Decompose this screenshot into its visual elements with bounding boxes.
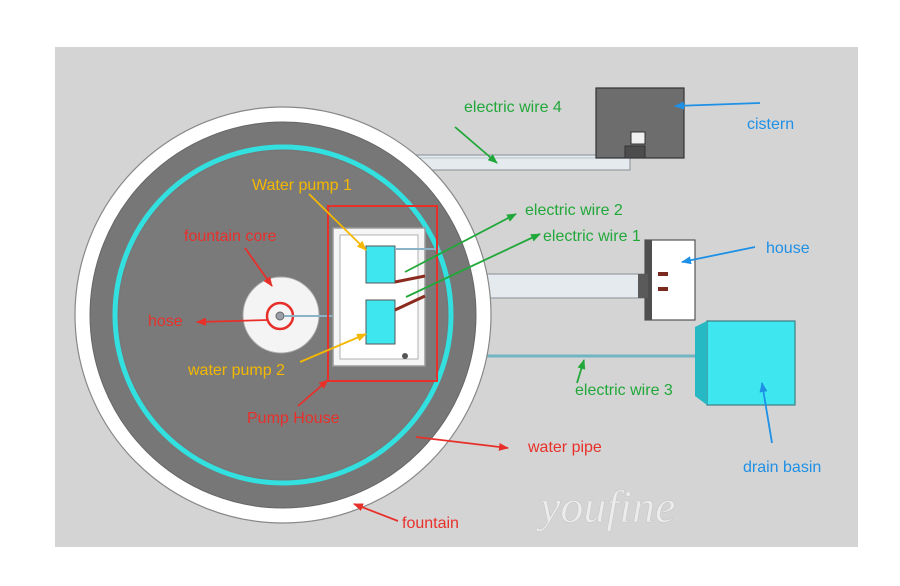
watermark: youfine (536, 481, 675, 532)
label-cistern: cistern (747, 116, 794, 133)
water-pump-2 (365, 299, 396, 345)
label-hose: hose (148, 313, 183, 330)
house-structure (638, 239, 696, 321)
label-electric-wire-2: electric wire 2 (525, 202, 623, 219)
label-fountain-core: fountain core (184, 228, 277, 245)
pump-house-outline (327, 205, 438, 382)
hose-outlet (275, 311, 285, 321)
house-arrow (681, 246, 756, 265)
label-fountain: fountain (402, 515, 459, 532)
label-water-pump-1: Water pump 1 (252, 177, 352, 194)
fountain-arrow (353, 503, 399, 522)
label-electric-wire-1: electric wire 1 (543, 228, 641, 245)
drain-basin-box (695, 320, 796, 406)
pump-house (332, 227, 440, 367)
label-drain-basin: drain basin (743, 459, 821, 476)
hose-arrow (196, 317, 269, 326)
electric-wire-3-arrow (576, 359, 586, 384)
electric-wire-2-arrow (404, 213, 517, 273)
water-pipe-arrow (415, 436, 509, 451)
pump-house-arrow (297, 379, 329, 407)
cistern (595, 87, 685, 159)
label-electric-wire-4: electric wire 4 (464, 99, 562, 116)
electric-wire-1-arrow (405, 233, 541, 298)
label-house: house (766, 240, 810, 257)
fountain-core-arrow (244, 247, 273, 287)
water-pump-1-arrow (308, 193, 367, 251)
label-water-pipe: water pipe (527, 439, 602, 456)
label-electric-wire-3: electric wire 3 (575, 382, 673, 399)
water-pump-1 (365, 245, 396, 284)
cistern-arrow (674, 101, 761, 110)
water-pump-2-arrow (299, 333, 367, 363)
label-water-pump-2: water pump 2 (187, 362, 285, 379)
drain-basin-arrow (759, 382, 773, 444)
house-conduit (469, 273, 647, 299)
label-pump-house: Pump House (247, 410, 340, 427)
water-ring (112, 144, 454, 486)
electric-wire-4-arrow (454, 126, 498, 164)
